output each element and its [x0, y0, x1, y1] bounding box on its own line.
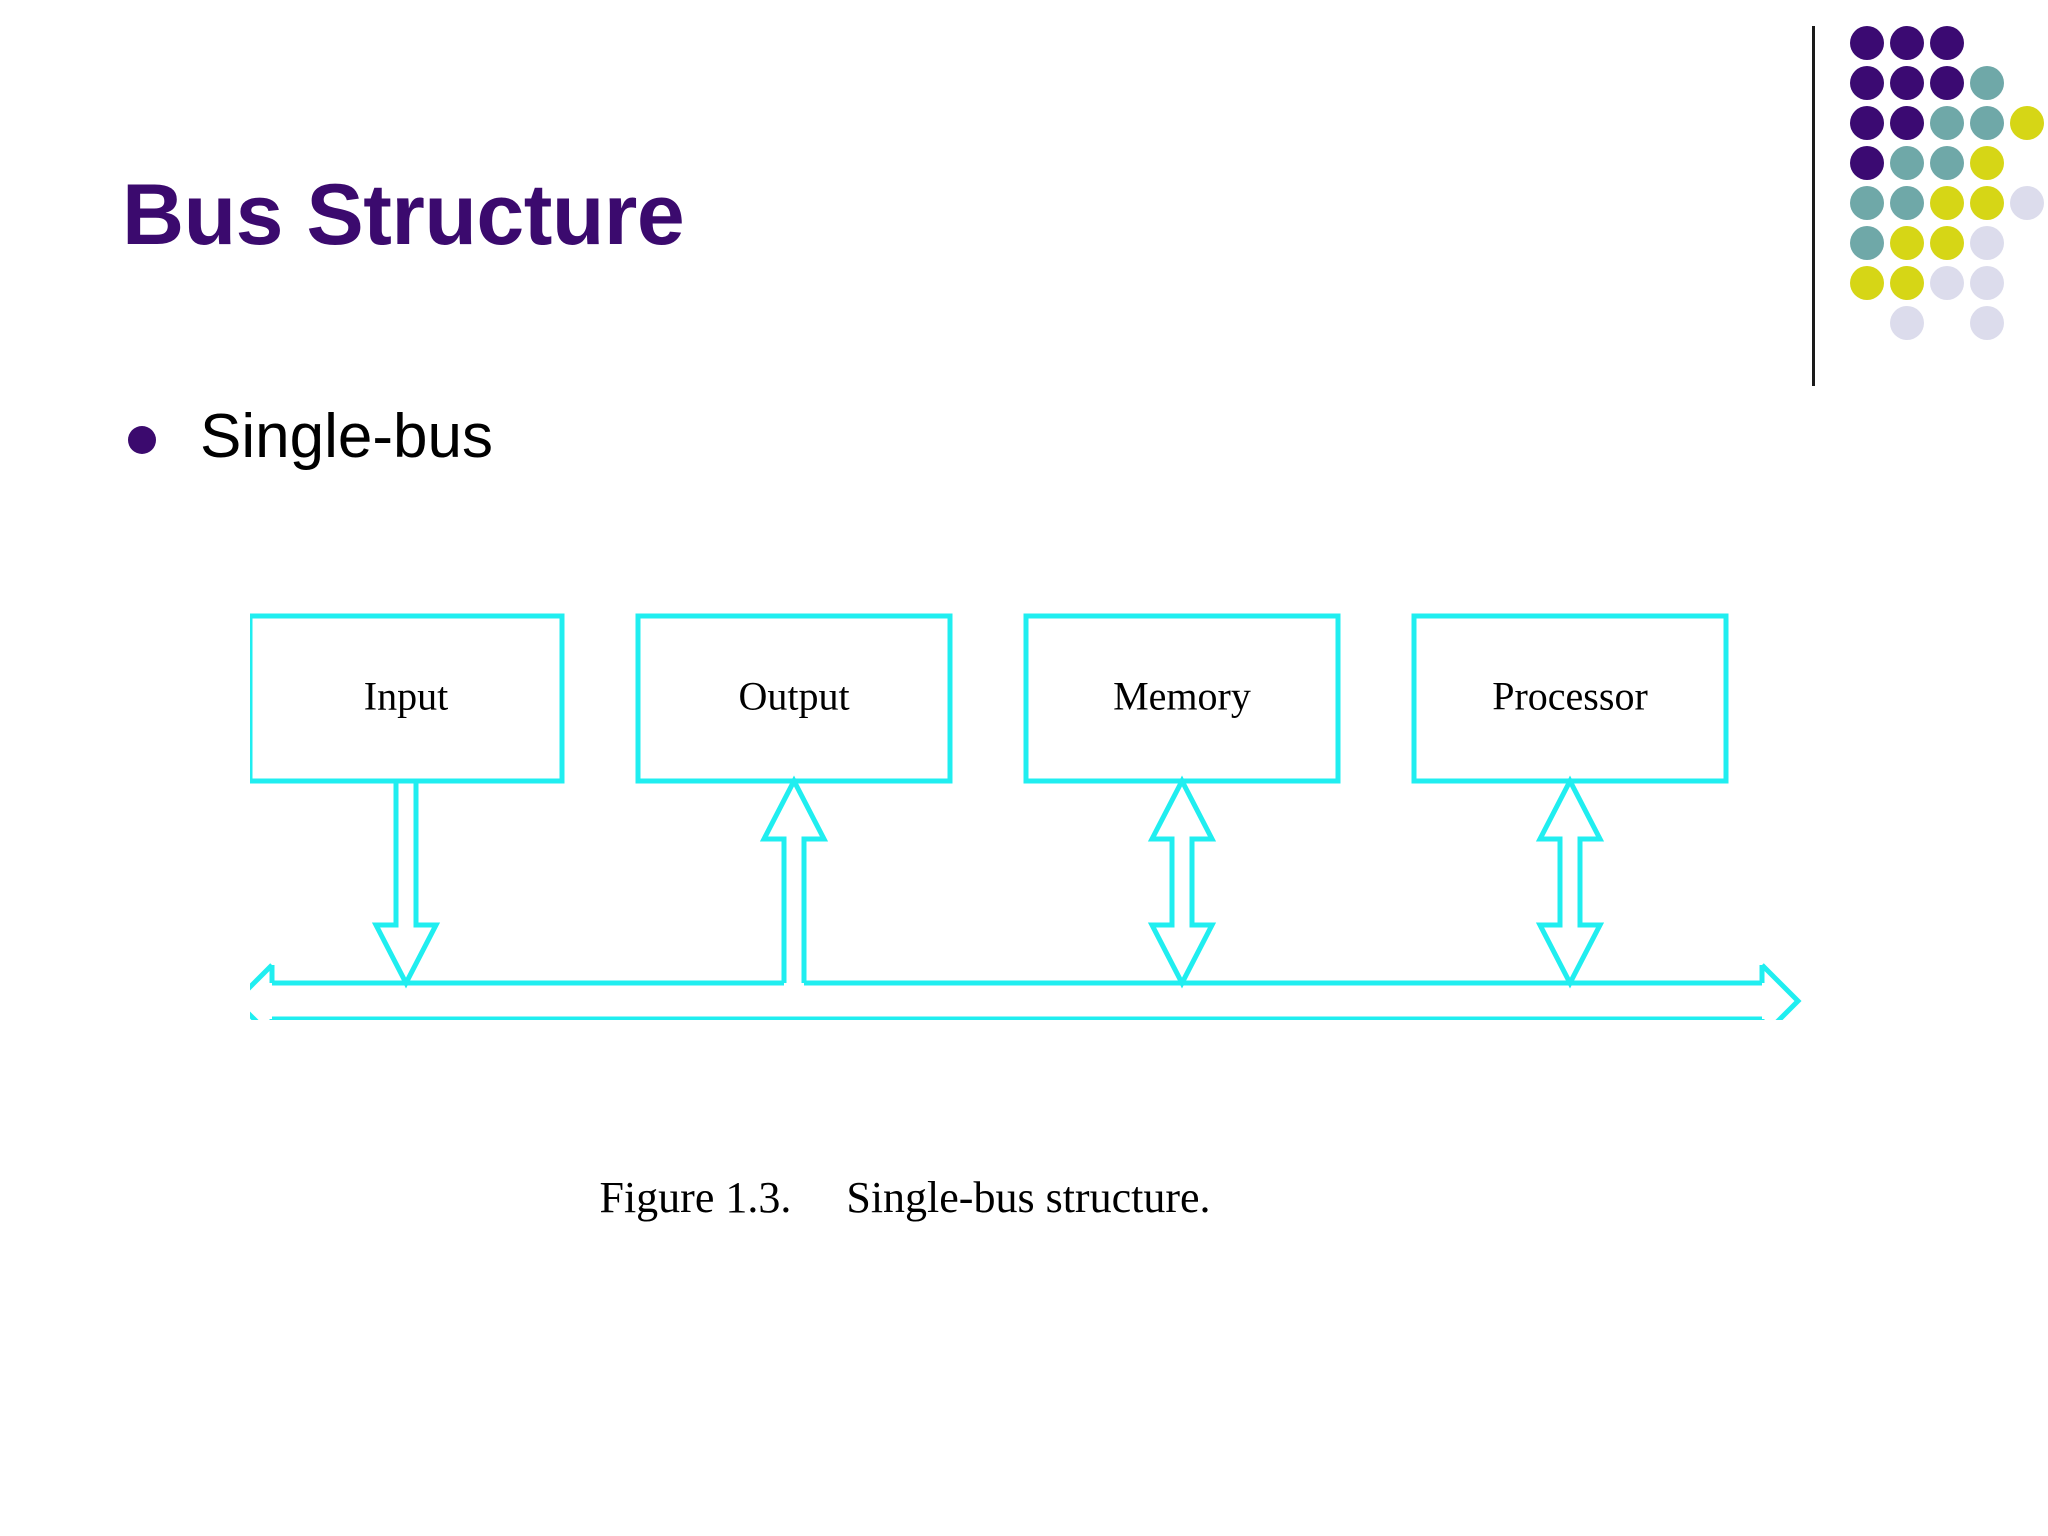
diagram-connector-both: [1535, 775, 1605, 989]
bullet-item-label: Single-bus: [200, 402, 493, 471]
decorative-dot: [1970, 226, 2004, 260]
decorative-dot: [1890, 266, 1924, 300]
decorative-dot: [1930, 26, 1964, 60]
diagram-connector-down: [371, 781, 441, 989]
decorative-dot: [2010, 106, 2044, 140]
decorative-dot: [2010, 186, 2044, 220]
decorative-vertical-rule: [1812, 26, 1815, 386]
bullet-list-item: Single-bus: [128, 404, 493, 469]
decorative-dot: [1930, 146, 1964, 180]
page-left-margin: [0, 0, 182, 1536]
diagram-box-label: Memory: [1113, 674, 1251, 719]
bus-structure-diagram: Input Output Memory Processor: [250, 600, 1810, 1020]
decorative-dot: [1890, 306, 1924, 340]
decorative-dot: [1890, 186, 1924, 220]
decorative-dot: [1850, 26, 1884, 60]
page-title: Bus Structure: [122, 167, 685, 263]
decorative-dot: [1970, 146, 2004, 180]
diagram-box-label: Input: [364, 674, 448, 719]
decorative-dot: [1930, 106, 1964, 140]
decorative-dot: [1930, 186, 1964, 220]
diagram-box-label: Processor: [1492, 674, 1648, 719]
decorative-dot-grid: [1850, 26, 2048, 356]
decorative-dot: [1930, 226, 1964, 260]
bus-right-arrowhead: [1759, 963, 1802, 1020]
decorative-dot: [1850, 146, 1884, 180]
decorative-dot: [1930, 66, 1964, 100]
decorative-dot: [1850, 226, 1884, 260]
figure-caption: Figure 1.3. Single-bus structure.: [599, 1173, 1211, 1222]
diagram-connector-up: [759, 775, 829, 983]
decorative-dot: [1850, 186, 1884, 220]
decorative-dot: [1970, 66, 2004, 100]
decorative-dot: [1850, 266, 1884, 300]
bus-left-arrowhead: [250, 963, 275, 1020]
decorative-dot: [1970, 266, 2004, 300]
diagram-box-label: Output: [738, 674, 849, 719]
diagram-connector-both: [1147, 775, 1217, 989]
decorative-dot: [1890, 26, 1924, 60]
decorative-dot: [1850, 66, 1884, 100]
diagram-box: [250, 613, 565, 784]
decorative-dot: [1970, 186, 2004, 220]
decorative-dot: [1970, 306, 2004, 340]
decorative-dot: [1930, 266, 1964, 300]
decorative-dot: [1890, 66, 1924, 100]
decorative-dot: [1890, 146, 1924, 180]
bullet-dot-icon: [128, 425, 156, 454]
decorative-dot: [1970, 106, 2004, 140]
decorative-dot: [1890, 226, 1924, 260]
decorative-dot: [1890, 106, 1924, 140]
decorative-dot: [1850, 106, 1884, 140]
